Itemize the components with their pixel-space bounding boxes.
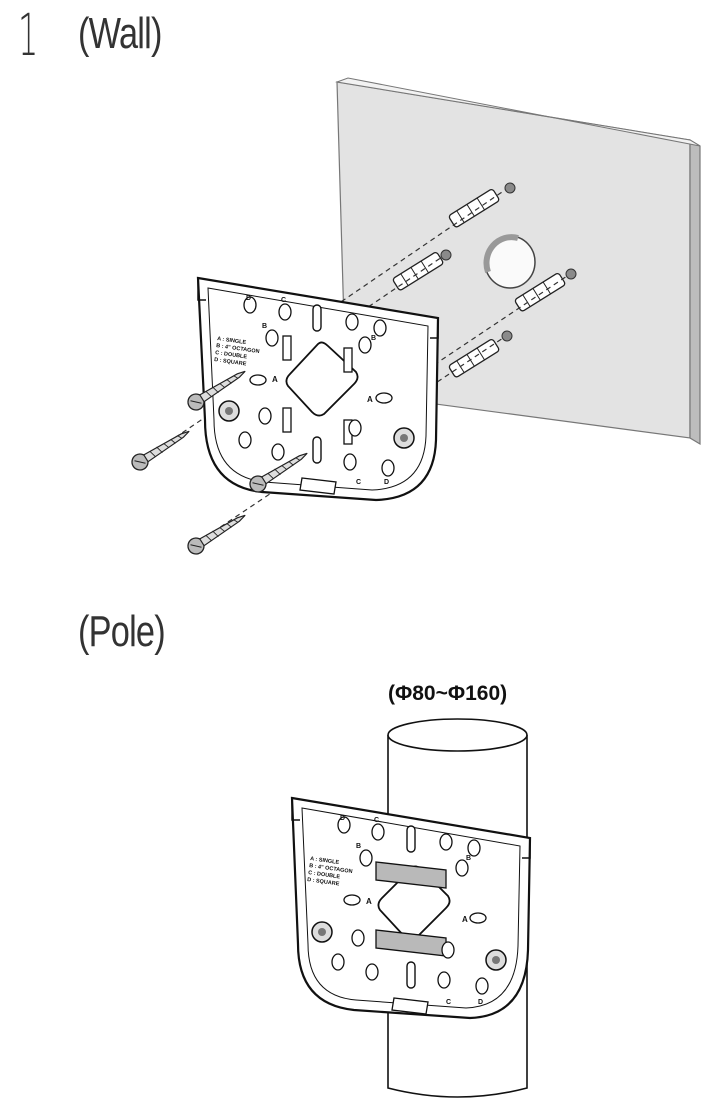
hole-label: B: [371, 335, 376, 342]
hole-label: A: [462, 915, 468, 924]
hole-label: A: [366, 897, 372, 906]
wall-anchor: [392, 251, 444, 291]
pole-strap: [375, 861, 447, 889]
pole-mount-illustration: A : SINGLE B : 4" OCTAGON C : DOUBLE D :…: [290, 718, 532, 1098]
wall-cable-hole: [483, 234, 536, 289]
plate-legend-line: D : SQUARE: [307, 877, 340, 887]
anchor-hole-dot: [504, 182, 516, 194]
pole-diameter-label: (Φ80~Φ160): [388, 682, 508, 705]
wall-screw: [249, 452, 308, 493]
plate-legend-line: C : DOUBLE: [215, 350, 248, 360]
anchor-hole-dot: [565, 268, 577, 280]
pole-mount-heading: (Pole): [78, 607, 166, 656]
hole-label: D: [340, 815, 345, 822]
hole-label: C: [374, 817, 379, 824]
anchor-hole-dot: [440, 249, 452, 261]
wall-mount-illustration: A : SINGLE B : 4" OCTAGON C : DOUBLE D :…: [131, 77, 701, 555]
hole-label: A: [367, 395, 373, 404]
hole-label: B: [466, 855, 471, 862]
plate-legend-line: C : DOUBLE: [308, 870, 341, 880]
mounting-plate: A : SINGLE B : 4" OCTAGON C : DOUBLE D :…: [196, 276, 440, 502]
hole-label: D: [478, 999, 483, 1006]
wall-mount-heading: (Wall): [78, 9, 162, 58]
hole-label: D: [384, 479, 389, 486]
hole-label: B: [262, 323, 267, 330]
pole-mounting-plate: A : SINGLE B : 4" OCTAGON C : DOUBLE D :…: [290, 796, 532, 1020]
anchor-hole-dot: [501, 330, 513, 342]
step-number: 1: [18, 1, 39, 69]
wall-anchor: [448, 188, 500, 228]
wall-screw: [187, 514, 246, 555]
hole-label: C: [356, 479, 361, 486]
wall-screw: [131, 430, 190, 471]
hole-label: A: [272, 375, 278, 384]
hole-label: D: [246, 295, 251, 302]
hole-label: B: [356, 843, 361, 850]
plate-legend-line: A : SINGLE: [217, 336, 247, 346]
wall-screw: [187, 370, 246, 411]
plate-legend-line: A : SINGLE: [310, 856, 340, 866]
hole-label: C: [446, 999, 451, 1006]
wall-anchor: [514, 272, 566, 312]
hole-label: C: [281, 297, 286, 304]
plate-legend-line: D : SQUARE: [214, 357, 247, 367]
